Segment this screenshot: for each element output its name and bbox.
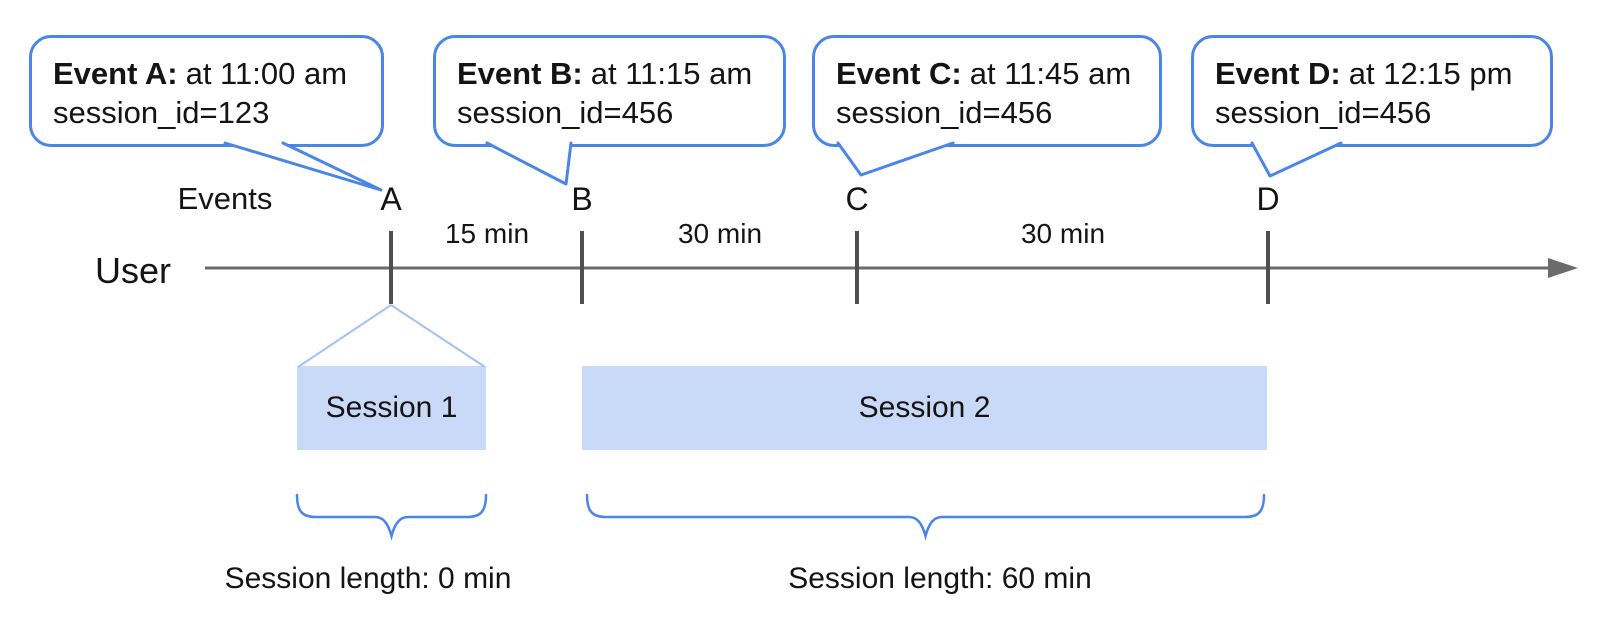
callout-event-a-text: Event A:at 11:00 am session_id=123 — [53, 54, 347, 132]
event-marker-a: A — [380, 181, 402, 217]
callout-event-b-text: Event B:at 11:15 am session_id=456 — [457, 54, 752, 132]
user-axis-label: User — [95, 250, 172, 291]
event-d-title: Event D: — [1215, 56, 1341, 91]
callout-event-c: Event C:at 11:45 am session_id=456 — [812, 35, 1162, 147]
callout-event-d-text: Event D:at 12:15 pm session_id=456 — [1215, 54, 1512, 132]
brace-session-2 — [585, 493, 1266, 541]
callout-event-a: Event A:at 11:00 am session_id=123 — [29, 35, 384, 147]
event-b-session-id: session_id=456 — [457, 95, 674, 130]
session-2-length-label: Session length: 60 min — [788, 562, 1092, 595]
session-2-label: Session 2 — [858, 391, 991, 424]
event-b-time: at 11:15 am — [590, 56, 753, 91]
interval-c-d: 30 min — [1020, 218, 1106, 249]
event-marker-d: D — [1256, 181, 1280, 217]
timeline-arrowhead-icon — [1548, 258, 1578, 278]
callout-c-tail-outline — [836, 141, 955, 177]
brace-session-1 — [295, 493, 488, 541]
event-c-title: Event C: — [836, 56, 962, 91]
event-a-session-id: session_id=123 — [53, 95, 270, 130]
callout-event-c-text: Event C:at 11:45 am session_id=456 — [836, 54, 1131, 132]
event-a-time: at 11:00 am — [185, 56, 348, 91]
interval-b-c: 30 min — [677, 218, 763, 249]
session-1-length-label: Session length: 0 min — [224, 562, 512, 595]
event-d-time: at 12:15 pm — [1348, 56, 1513, 91]
session-1-label: Session 1 — [325, 391, 458, 424]
session-1-bar: Session 1 — [297, 366, 486, 450]
funnel-line-left — [297, 304, 392, 368]
event-c-session-id: session_id=456 — [836, 95, 1053, 130]
callout-d-tail — [1252, 143, 1341, 176]
event-marker-b: B — [571, 181, 593, 217]
callout-d-tail-outline — [1250, 141, 1343, 178]
event-marker-c: C — [845, 181, 869, 217]
events-row-label: Events — [177, 181, 273, 216]
event-d-session-id: session_id=456 — [1215, 95, 1432, 130]
event-c-time: at 11:45 am — [969, 56, 1132, 91]
callout-event-d: Event D:at 12:15 pm session_id=456 — [1191, 35, 1553, 147]
callout-b-tail — [487, 143, 571, 184]
callout-event-b: Event B:at 11:15 am session_id=456 — [433, 35, 786, 147]
interval-a-b: 15 min — [444, 218, 530, 249]
callout-c-tail — [838, 143, 953, 175]
funnel-line-right — [390, 304, 486, 368]
callout-b-tail-outline — [485, 141, 573, 186]
event-b-title: Event B: — [457, 56, 583, 91]
session-2-bar: Session 2 — [582, 366, 1267, 450]
event-a-title: Event A: — [53, 56, 178, 91]
